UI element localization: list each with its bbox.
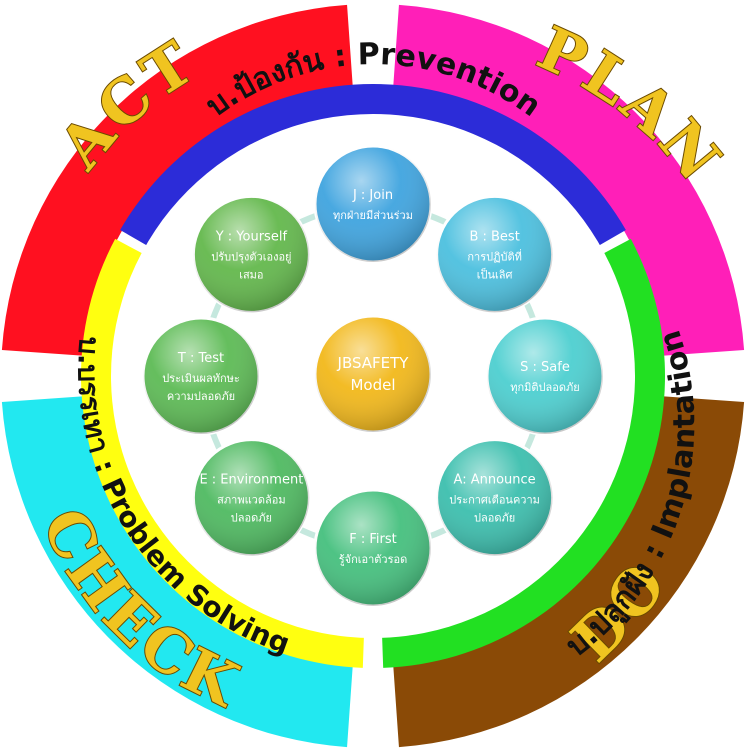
node-description: สภาพแวดล้อม xyxy=(217,494,285,507)
node-f: F : First รู้จักเอาตัวรอด xyxy=(313,488,433,608)
do-segment xyxy=(393,396,745,748)
node-b: B : Best การปฏิบัติที่เป็นเลิศ xyxy=(435,194,555,314)
act-segment xyxy=(1,4,353,356)
node-highlight xyxy=(143,318,259,434)
node-y: Y : Yourself ปรับปรุงตัวเองอยู่เสมอ xyxy=(191,194,311,314)
node-title: B : Best xyxy=(469,229,519,244)
node-s: S : Safe ทุกมิติปลอดภัย xyxy=(485,316,605,436)
node-title: S : Safe xyxy=(520,360,570,375)
node-description: เสมอ xyxy=(239,268,263,281)
inner-band-ring xyxy=(80,84,665,668)
prevention-band xyxy=(120,84,626,252)
node-highlight xyxy=(315,146,431,262)
node-title: T : Test xyxy=(177,351,224,366)
center-line-1: JBSAFETY xyxy=(337,354,410,372)
node-description: ทุกมิติปลอดภัย xyxy=(510,381,579,394)
node-j: J : Join ทุกฝ่ายมีส่วนร่วม xyxy=(313,144,433,264)
node-title: J : Join xyxy=(352,188,393,203)
model-nodes: J : Join ทุกฝ่ายมีส่วนร่วม B : Best การปฏิบ… xyxy=(141,144,605,608)
node-title: Y : Yourself xyxy=(215,229,288,244)
node-description: ปลอดภัย xyxy=(474,512,515,525)
node-highlight xyxy=(193,439,310,556)
center-node: JBSAFETY Model xyxy=(313,314,433,434)
node-description: เป็นเลิศ xyxy=(477,267,513,281)
implantation-band xyxy=(381,238,665,668)
node-highlight xyxy=(487,318,603,434)
node-description: ประเมินผลทักษะ xyxy=(162,372,240,385)
node-highlight xyxy=(436,439,553,556)
node-description: การปฏิบัติที่ xyxy=(467,248,522,263)
center-line-2: Model xyxy=(350,376,395,394)
node-highlight xyxy=(315,490,431,606)
node-description: ปรับปรุงตัวเองอยู่ xyxy=(211,250,291,263)
node-description: ทุกฝ่ายมีส่วนร่วม xyxy=(333,209,413,222)
node-highlight xyxy=(193,196,310,313)
node-title: A: Announce xyxy=(454,473,536,488)
problem-solving-band xyxy=(80,238,365,668)
node-description: ความปลอดภัย xyxy=(167,390,235,403)
check-segment xyxy=(1,396,353,748)
node-description: รู้จักเอาตัวรอด xyxy=(339,553,408,566)
node-highlight xyxy=(436,196,553,313)
node-description: ประกาศเตือนความ xyxy=(449,494,540,507)
node-description: ปลอดภัย xyxy=(231,512,272,525)
node-title: F : First xyxy=(349,532,396,547)
plan-segment xyxy=(393,4,745,356)
node-title: E : Environment xyxy=(199,473,303,488)
pdca-outer-ring xyxy=(1,4,745,748)
center-highlight xyxy=(315,316,431,432)
